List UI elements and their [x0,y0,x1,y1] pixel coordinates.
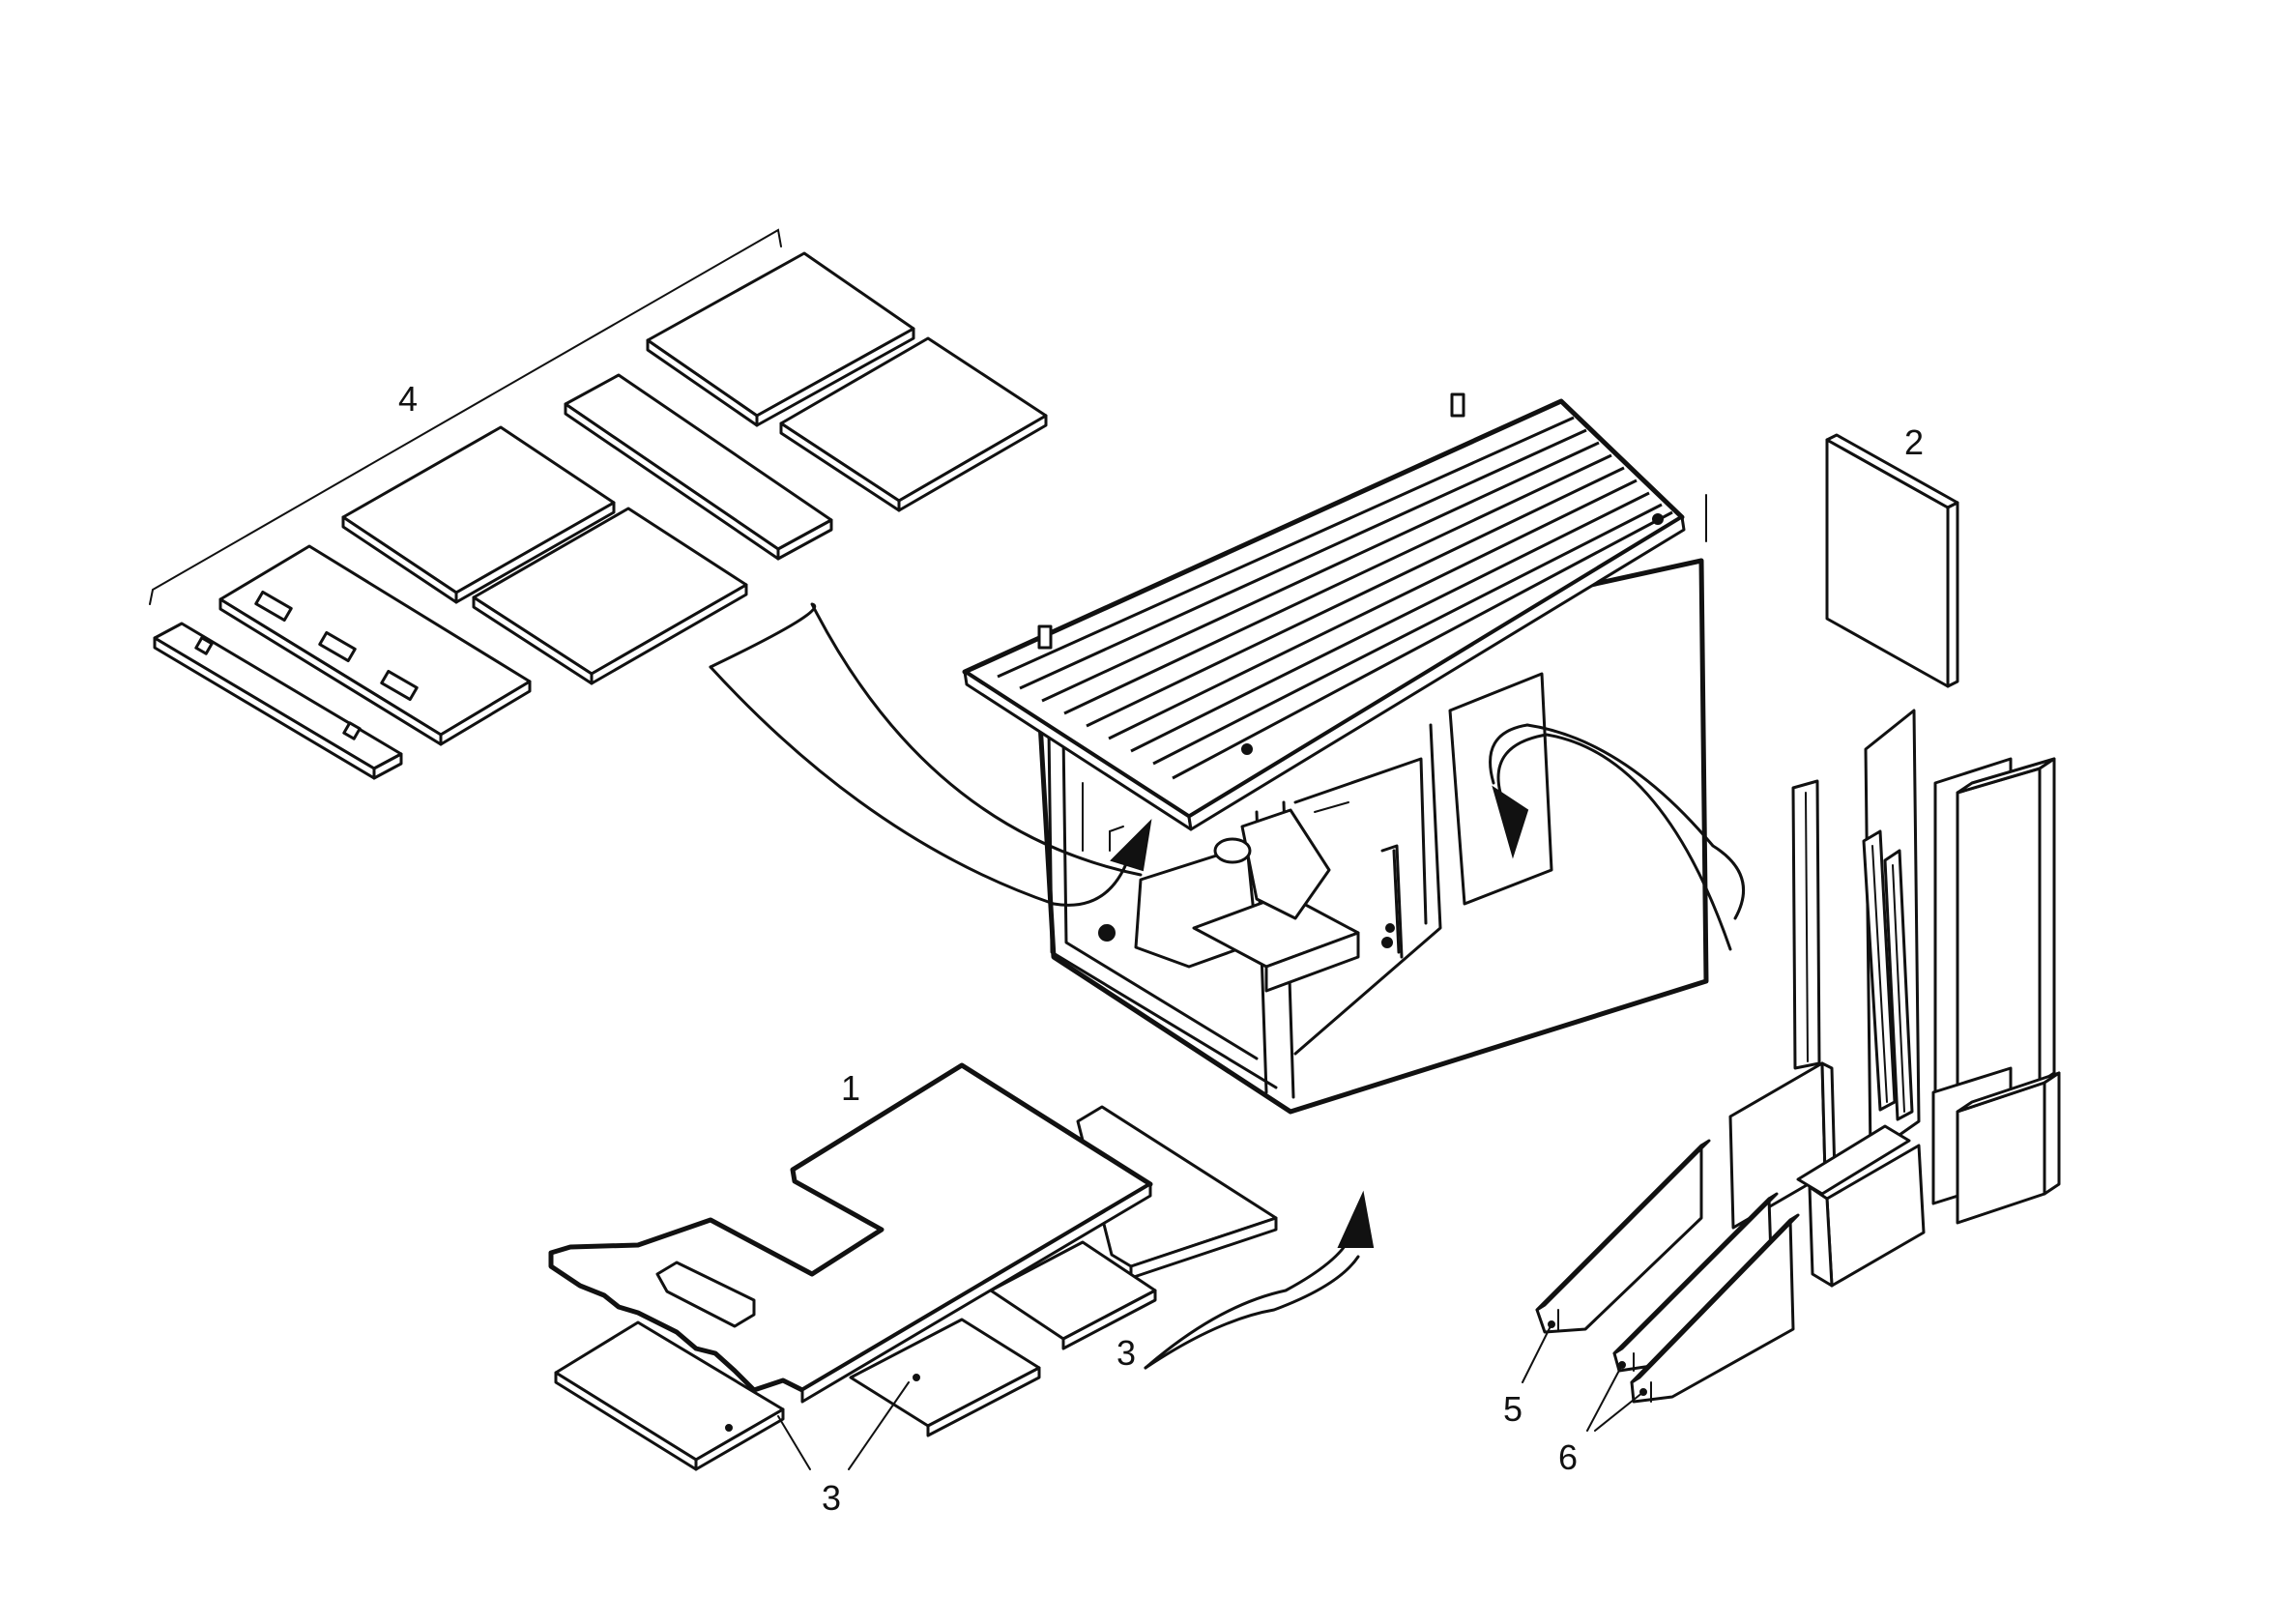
arrow-floor-to-cab [1144,1190,1375,1370]
floor-piece-rear [1076,1105,1278,1280]
callout-6: 6 [1558,1437,1578,1477]
side-panel-stack-lower [1931,1066,2061,1225]
side-panel-stack-upper [1933,757,2056,1109]
ceiling-panel-slotted [218,544,532,746]
side-panel-group-2 [1728,433,2061,1288]
callout-3-bottom: 3 [822,1478,841,1518]
ceiling-panel-c [341,425,616,604]
gusset-5 [1535,1139,1711,1334]
floor-mat-cutout [655,1261,756,1328]
installation-arrows [709,602,1745,1370]
callout-5: 5 [1503,1389,1522,1429]
floor-mat-main [548,1062,1153,1404]
stiffener-strips [1791,779,1914,1121]
callout-2: 2 [1904,422,1924,462]
callout-4: 4 [398,379,418,419]
gusset-6-b [1630,1213,1800,1404]
arrow-side-to-cab [1489,723,1745,951]
callout-3-right: 3 [1116,1333,1136,1373]
side-panel-mid-right [1796,1124,1926,1288]
callout-labels: 1 2 3 3 4 5 6 [398,379,1924,1518]
ceiling-panel-b [779,336,1048,512]
ceiling-panel-narrow [153,622,403,780]
ceiling-panel-d [472,507,748,685]
panel-group-4 [149,228,1048,780]
cab-rear-window [1448,672,1553,906]
group-4-bracket [149,228,782,605]
side-panel-top [1825,433,1959,688]
floor-pad-right [989,1240,1157,1350]
side-panel-mid-left [1728,1061,1837,1230]
floor-group [548,1062,1278,1471]
cab-seat [1240,808,1331,920]
arrow-ceiling-to-cab [709,602,1152,907]
cab-roof [962,392,1707,831]
gusset-group [1522,1139,1800,1432]
callout-1: 1 [841,1068,860,1108]
ceiling-panel-a [646,251,915,427]
ceiling-panel-strip [564,373,833,561]
